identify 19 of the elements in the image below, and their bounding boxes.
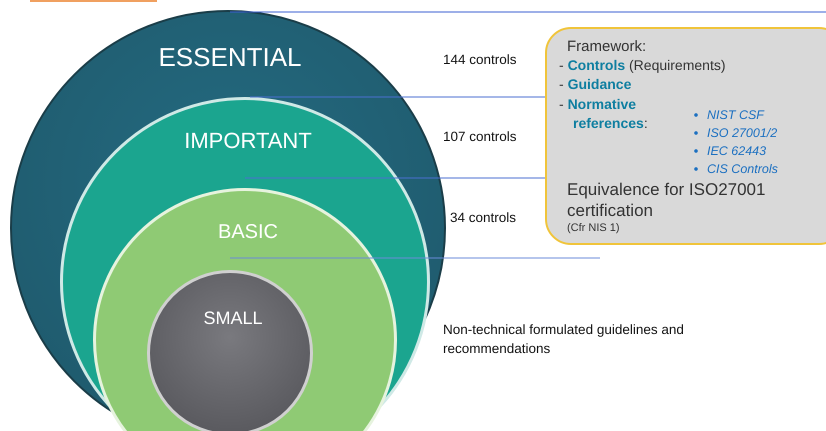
box-text: (Cfr NIS 1) bbox=[567, 222, 620, 234]
level-label: IMPORTANT bbox=[184, 128, 312, 154]
level-label: BASIC bbox=[218, 221, 278, 244]
box-text: Framework: bbox=[567, 38, 646, 55]
reference-item: ISO 27001/2 bbox=[693, 126, 778, 140]
reference-item: NIST CSF bbox=[693, 108, 764, 122]
box-text: - Controls (Requirements) bbox=[559, 57, 726, 73]
level-label: SMALL bbox=[203, 308, 263, 329]
note-text: Non-technical formulated guidelines and recommendations bbox=[443, 321, 685, 358]
box-text: - Guidance bbox=[559, 76, 632, 92]
control-count: 144 controls bbox=[443, 51, 517, 69]
box-text: - Normative references: bbox=[559, 95, 649, 133]
control-count: 107 controls bbox=[443, 128, 517, 146]
control-count: 34 controls bbox=[450, 209, 516, 227]
framework-box bbox=[545, 27, 826, 245]
box-text: Equivalence for ISO27001 certification bbox=[567, 179, 766, 221]
reference-item: CIS Controls bbox=[693, 162, 778, 176]
level-label: ESSENTIAL bbox=[158, 42, 302, 73]
reference-item: IEC 62443 bbox=[693, 144, 766, 158]
